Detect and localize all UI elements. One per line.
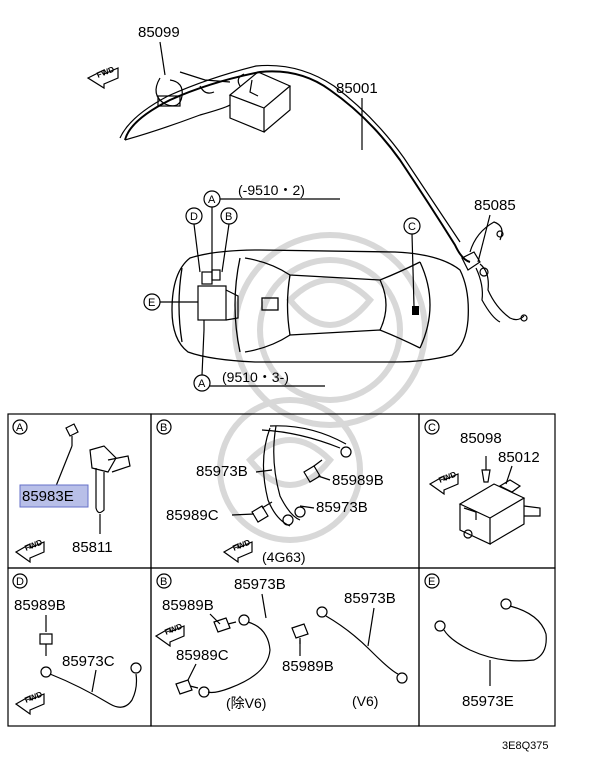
- leader-85973c: [91, 669, 97, 693]
- leader-callout-d: [193, 223, 201, 273]
- leader-85012: [505, 465, 513, 485]
- relay-box-top: [228, 71, 292, 133]
- leader-callout-c: [411, 233, 415, 307]
- leader-85085: [477, 214, 491, 263]
- leader-85973b-upper-2: [299, 505, 315, 509]
- leader-85973b-lower-1: [261, 593, 267, 619]
- overview-section: FWD 85099 85001 85085: [86, 24, 528, 392]
- fwd-arrow-icon: FWD: [14, 538, 45, 564]
- svg-text:FWD: FWD: [95, 65, 115, 80]
- panel-b-lower: B 85973B 85989B 85973B 85989C 85989B (除V…: [150, 567, 420, 727]
- label-85973b-lower-1[interactable]: 85973B: [234, 576, 286, 593]
- callout-d[interactable]: D: [185, 207, 203, 225]
- leader-85973b-lower-2: [367, 607, 375, 647]
- label-85973c[interactable]: 85973C: [62, 653, 115, 670]
- fwd-arrow-icon: FWD: [14, 690, 45, 716]
- car-body: [171, 249, 469, 363]
- fwd-arrow-icon: FWD: [86, 65, 119, 90]
- panel-a-tag: A: [16, 422, 24, 434]
- relay-85012: [458, 456, 541, 545]
- label-85989b-upper[interactable]: 85989B: [332, 472, 384, 489]
- label-85973b-upper-2[interactable]: 85973B: [316, 499, 368, 516]
- panel-e-tag: E: [428, 576, 435, 588]
- ground-cable-85811: [65, 423, 131, 514]
- label-85098[interactable]: 85098: [460, 430, 502, 447]
- panel-d: D 85989B 85973C FWD: [7, 567, 152, 727]
- label-85085[interactable]: 85085: [474, 197, 516, 214]
- ground-cable-85973e: [434, 598, 547, 662]
- leader-85989c-lower: [187, 663, 197, 681]
- panel-e: E 85973E: [418, 567, 556, 727]
- svg-text:FWD: FWD: [437, 470, 457, 485]
- harness-85001: [119, 64, 471, 263]
- svg-text:E: E: [148, 297, 155, 309]
- ground-cable-excl-v6: [175, 614, 271, 698]
- diagram-code: 3E8Q375: [502, 740, 548, 752]
- svg-text:A: A: [198, 378, 206, 390]
- svg-text:A: A: [208, 194, 216, 206]
- panel-d-tag: D: [16, 576, 24, 588]
- label-85811[interactable]: 85811: [72, 539, 113, 556]
- fwd-arrow-icon: FWD: [154, 622, 185, 648]
- panel-a: A 85983E 85811 FWD: [7, 413, 152, 569]
- panel-b-upper-tag: B: [160, 422, 167, 434]
- label-85989b-lower-1[interactable]: 85989B: [162, 597, 214, 614]
- ground-cable-85973c: [39, 633, 142, 708]
- leader-85989b-lower-1: [209, 613, 221, 625]
- label-85989c-lower[interactable]: 85989C: [176, 647, 229, 664]
- label-85012[interactable]: 85012: [498, 449, 540, 466]
- label-85099[interactable]: 85099: [138, 24, 180, 41]
- engine-note: (4G63): [262, 549, 306, 565]
- label-85989c-upper[interactable]: 85989C: [166, 507, 219, 524]
- svg-text:C: C: [408, 221, 416, 233]
- label-85983e[interactable]: 85983E: [22, 488, 74, 505]
- ground-cables-4g63: [251, 425, 352, 527]
- label-85989b-lower-2[interactable]: 85989B: [282, 658, 334, 675]
- panel-c: C 85098 85012 FWD: [418, 413, 556, 569]
- watermark-emblem: [217, 232, 428, 543]
- callout-a-lower[interactable]: A: [193, 374, 211, 392]
- note-lower: (9510・3-): [222, 369, 289, 385]
- leader-callout-a-lower: [201, 329, 205, 376]
- leader-85973b-upper-1: [255, 469, 273, 473]
- panel-b-upper: B 85973B 85989B 85989C 85973B (4G63) FWD: [150, 413, 420, 569]
- panel-c-tag: C: [428, 422, 436, 434]
- highlight-85983e: [19, 484, 89, 508]
- fwd-arrow-icon: FWD: [222, 538, 253, 564]
- callout-c[interactable]: C: [403, 217, 421, 235]
- svg-text:FWD: FWD: [231, 538, 251, 553]
- variant-excl-v6: (除V6): [226, 695, 266, 711]
- callout-a-upper[interactable]: A: [203, 190, 221, 208]
- callout-b[interactable]: B: [220, 207, 238, 225]
- panel-b-lower-tag: B: [160, 576, 167, 588]
- sensor-85085: [461, 221, 528, 323]
- svg-text:FWD: FWD: [163, 622, 183, 637]
- callout-e[interactable]: E: [143, 293, 161, 311]
- leader-callout-b: [221, 223, 230, 273]
- ground-cable-v6: [291, 606, 408, 684]
- fwd-arrow-icon: FWD: [428, 470, 459, 496]
- label-85973b-lower-2[interactable]: 85973B: [344, 590, 396, 607]
- variant-v6: (V6): [352, 693, 378, 709]
- leader-85989c-upper: [231, 513, 255, 516]
- label-85989b-d[interactable]: 85989B: [14, 597, 66, 614]
- svg-text:B: B: [225, 211, 232, 223]
- label-85973b-upper-1[interactable]: 85973B: [196, 463, 248, 480]
- note-upper: (-9510・2): [238, 182, 305, 198]
- label-85001[interactable]: 85001: [336, 80, 378, 97]
- leader-85983e: [55, 445, 73, 487]
- svg-text:FWD: FWD: [23, 690, 43, 705]
- svg-text:FWD: FWD: [23, 538, 43, 553]
- leader-85099: [159, 41, 166, 76]
- label-85973e[interactable]: 85973E: [462, 693, 514, 710]
- leader-85989b-upper: [317, 475, 331, 481]
- svg-text:D: D: [190, 211, 198, 223]
